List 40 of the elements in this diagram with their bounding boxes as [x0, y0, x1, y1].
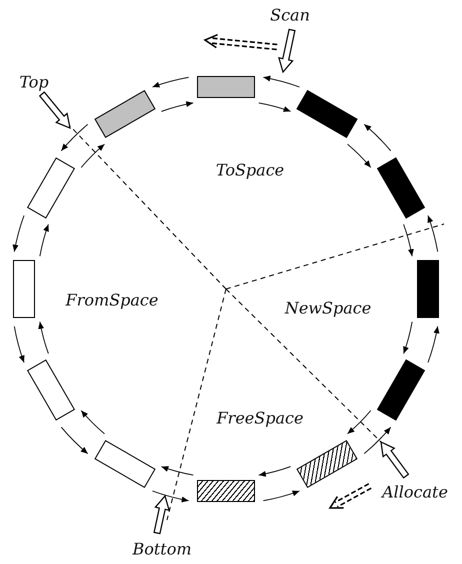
link-arrow	[262, 490, 300, 502]
link-arrow	[364, 426, 392, 454]
link-arrow	[14, 326, 25, 363]
pointer-label: Scan	[270, 6, 310, 24]
link-arrow	[152, 76, 190, 88]
pointer-label: Top	[19, 72, 49, 92]
link-arrow	[38, 321, 49, 354]
pointer-label: Bottom	[132, 540, 192, 558]
link-arrow	[347, 410, 372, 434]
link-arrow	[60, 426, 88, 454]
memory-block	[197, 76, 255, 98]
link-arrow	[403, 321, 413, 354]
memory-block	[417, 260, 439, 318]
memory-block	[13, 260, 35, 318]
link-arrow	[258, 466, 292, 477]
link-arrow	[60, 124, 88, 152]
link-arrow	[427, 215, 438, 252]
pointer-arrow	[153, 494, 170, 534]
region-label: FromSpace	[66, 290, 158, 310]
link-arrow	[12, 215, 24, 252]
link-arrow	[152, 490, 190, 502]
link-arrow	[403, 224, 414, 257]
link-arrow	[262, 76, 300, 88]
link-arrow	[258, 102, 292, 112]
link-arrow	[364, 124, 392, 152]
pointer-label: Allocate	[382, 482, 448, 502]
region-label: ToSpace	[216, 160, 284, 180]
link-arrow	[80, 144, 105, 168]
link-arrow	[80, 410, 105, 434]
link-arrow	[160, 101, 194, 112]
memory-block	[197, 480, 255, 502]
pointer-arrow	[278, 28, 296, 74]
link-arrow	[39, 224, 49, 257]
link-arrow	[428, 326, 440, 363]
link-arrow	[160, 466, 194, 476]
region-label: NewSpace	[284, 298, 372, 318]
region-label: FreeSpace	[216, 408, 304, 428]
pointer-arrow	[380, 440, 410, 479]
link-arrow	[347, 144, 372, 168]
pointer-arrow	[38, 91, 71, 129]
